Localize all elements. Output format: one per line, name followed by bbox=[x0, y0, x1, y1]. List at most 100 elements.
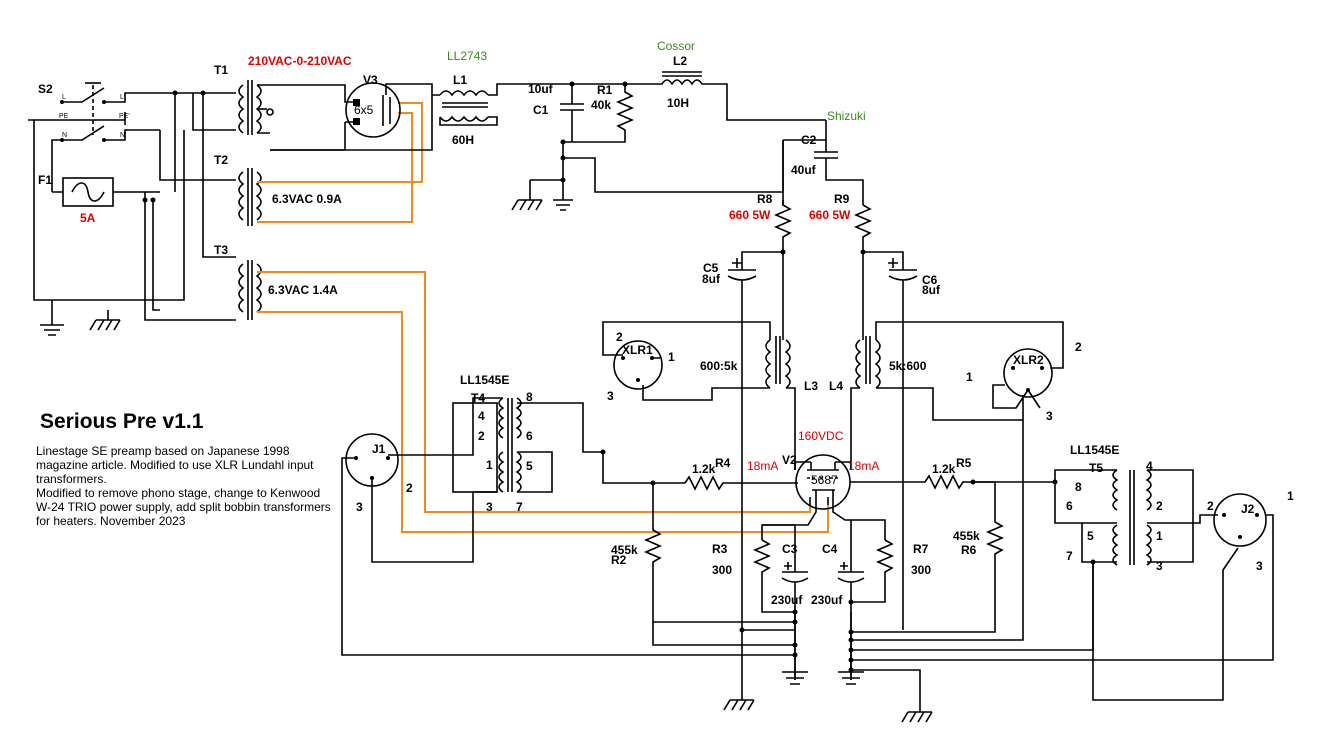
t4-pin6: 6 bbox=[526, 429, 533, 443]
s2-label: S2 bbox=[38, 82, 53, 96]
l4-label: L4 bbox=[829, 379, 843, 393]
mains-switch-s2 bbox=[28, 82, 160, 142]
c5-label: C5 bbox=[703, 261, 719, 275]
t3-voltage: 6.3VAC 1.4A bbox=[268, 283, 338, 297]
capacitor-c2 bbox=[782, 120, 864, 205]
transformer-t1 bbox=[238, 80, 346, 135]
heater-wire-v2-a bbox=[257, 271, 811, 513]
heater-wire-v3-a bbox=[257, 102, 423, 183]
l4-ratio: 5k:600 bbox=[889, 359, 927, 373]
resistor-r3 bbox=[752, 539, 795, 613]
r9-value: 660 5W bbox=[809, 208, 851, 222]
t4-pin4: 4 bbox=[478, 409, 485, 423]
t4-pin7: 7 bbox=[516, 500, 523, 514]
t5-pin6: 6 bbox=[1066, 499, 1073, 513]
r6-value: 455k bbox=[953, 529, 980, 543]
r2-value: 455k bbox=[611, 543, 638, 557]
capacitor-c3 bbox=[762, 524, 809, 680]
xlr2-label: XLR2 bbox=[1013, 353, 1044, 367]
j1-label: J1 bbox=[372, 442, 386, 456]
resistor-r2 bbox=[643, 483, 795, 623]
switch-n-label: N bbox=[62, 132, 67, 139]
resistor-r8 bbox=[773, 200, 793, 252]
capacitor-c6 bbox=[863, 251, 918, 630]
xlr1-pin3: 3 bbox=[607, 389, 614, 403]
j1-pin2: 2 bbox=[406, 481, 413, 495]
xlr1-pin2: 2 bbox=[616, 330, 623, 344]
l3-ratio: 600:5k bbox=[700, 359, 738, 373]
switch-np-label: N' bbox=[120, 132, 126, 139]
switch-lp-label: L' bbox=[120, 94, 125, 101]
r1-value: 40k bbox=[591, 98, 611, 112]
j2-pin3: 3 bbox=[1256, 559, 1263, 573]
b-plus-voltage: 160VDC bbox=[798, 429, 844, 443]
resistor-r4 bbox=[684, 475, 798, 491]
input-transformer-t5 bbox=[1054, 469, 1239, 701]
c5-value: 8uf bbox=[702, 272, 721, 286]
r7-label: R7 bbox=[913, 542, 929, 556]
t5-pin2: 2 bbox=[1156, 499, 1163, 513]
t5-pin7: 7 bbox=[1066, 549, 1073, 563]
diagram-description: Linestage SE preamp based on Japanese 19… bbox=[36, 444, 336, 528]
transformer-t2 bbox=[238, 168, 262, 226]
t4-pin1: 1 bbox=[486, 458, 493, 472]
v3-type: 6x5 bbox=[354, 103, 374, 117]
t4-pin2: 2 bbox=[478, 429, 485, 443]
l2-part: Cossor bbox=[657, 39, 695, 53]
t5-pin4: 4 bbox=[1146, 459, 1153, 473]
v2-label: V2 bbox=[782, 453, 797, 467]
xlr1-pin1: 1 bbox=[668, 350, 675, 364]
l1-part: LL2743 bbox=[447, 49, 487, 63]
switch-pep-label: PE' bbox=[119, 113, 130, 120]
c1-value: 10uf bbox=[528, 82, 554, 96]
input-transformer-t4 bbox=[452, 397, 685, 493]
xlr2-pin3: 3 bbox=[1046, 409, 1053, 423]
heater-wire-v2-b bbox=[257, 311, 829, 533]
t4-pin8: 8 bbox=[526, 390, 533, 404]
r6-label: R6 bbox=[961, 543, 977, 557]
j2-label: J2 bbox=[1241, 502, 1255, 516]
resistor-r6 bbox=[851, 481, 1005, 633]
r4-label: R4 bbox=[715, 456, 731, 470]
r3-label: R3 bbox=[712, 542, 728, 556]
r8-value: 660 5W bbox=[729, 208, 771, 222]
l3-label: L3 bbox=[804, 379, 818, 393]
xlr2-pin1: 1 bbox=[966, 370, 973, 384]
r2-label: R2 bbox=[611, 553, 627, 567]
j2-pin1: 1 bbox=[1287, 489, 1294, 503]
current-right: 18mA bbox=[848, 459, 879, 473]
r5-label: R5 bbox=[956, 456, 972, 470]
t5-part: LL1545E bbox=[1070, 443, 1119, 457]
xlr-connector-xlr2 bbox=[992, 348, 1053, 409]
choke-l2 bbox=[625, 71, 826, 121]
rectifier-tube-v3 bbox=[270, 82, 440, 151]
c2-part: Shizuki bbox=[827, 109, 866, 123]
r3-value: 300 bbox=[712, 563, 732, 577]
r7-value: 300 bbox=[911, 563, 931, 577]
t5-pin1: 1 bbox=[1156, 529, 1163, 543]
t2-voltage: 6.3VAC 0.9A bbox=[272, 192, 342, 206]
output-transformer-l3 bbox=[602, 252, 796, 470]
l1-label: L1 bbox=[453, 73, 467, 87]
t4-label: T4 bbox=[471, 391, 485, 405]
capacitor-c5 bbox=[727, 251, 783, 630]
capacitor-c1 bbox=[560, 84, 584, 142]
t4-pin3: 3 bbox=[486, 500, 493, 514]
j1-pin3: 3 bbox=[356, 500, 363, 514]
c4-value: 230uf bbox=[811, 593, 843, 607]
t5-pin5: 5 bbox=[1087, 529, 1094, 543]
resistor-r9 bbox=[853, 204, 873, 252]
v3-label: V3 bbox=[363, 73, 378, 87]
c1-label: C1 bbox=[533, 103, 549, 117]
c4-label: C4 bbox=[822, 542, 838, 556]
xlr-output-j2 bbox=[1213, 493, 1267, 547]
resistor-r1 bbox=[563, 84, 635, 143]
v2-type: 5687 bbox=[811, 473, 838, 487]
f1-label: F1 bbox=[38, 173, 52, 187]
j2-pin2: 2 bbox=[1207, 499, 1214, 513]
heater-wire-v3-b bbox=[257, 112, 413, 223]
capacitor-c4 bbox=[837, 520, 865, 680]
c2-value: 40uf bbox=[791, 163, 817, 177]
choke-l1 bbox=[439, 83, 625, 126]
